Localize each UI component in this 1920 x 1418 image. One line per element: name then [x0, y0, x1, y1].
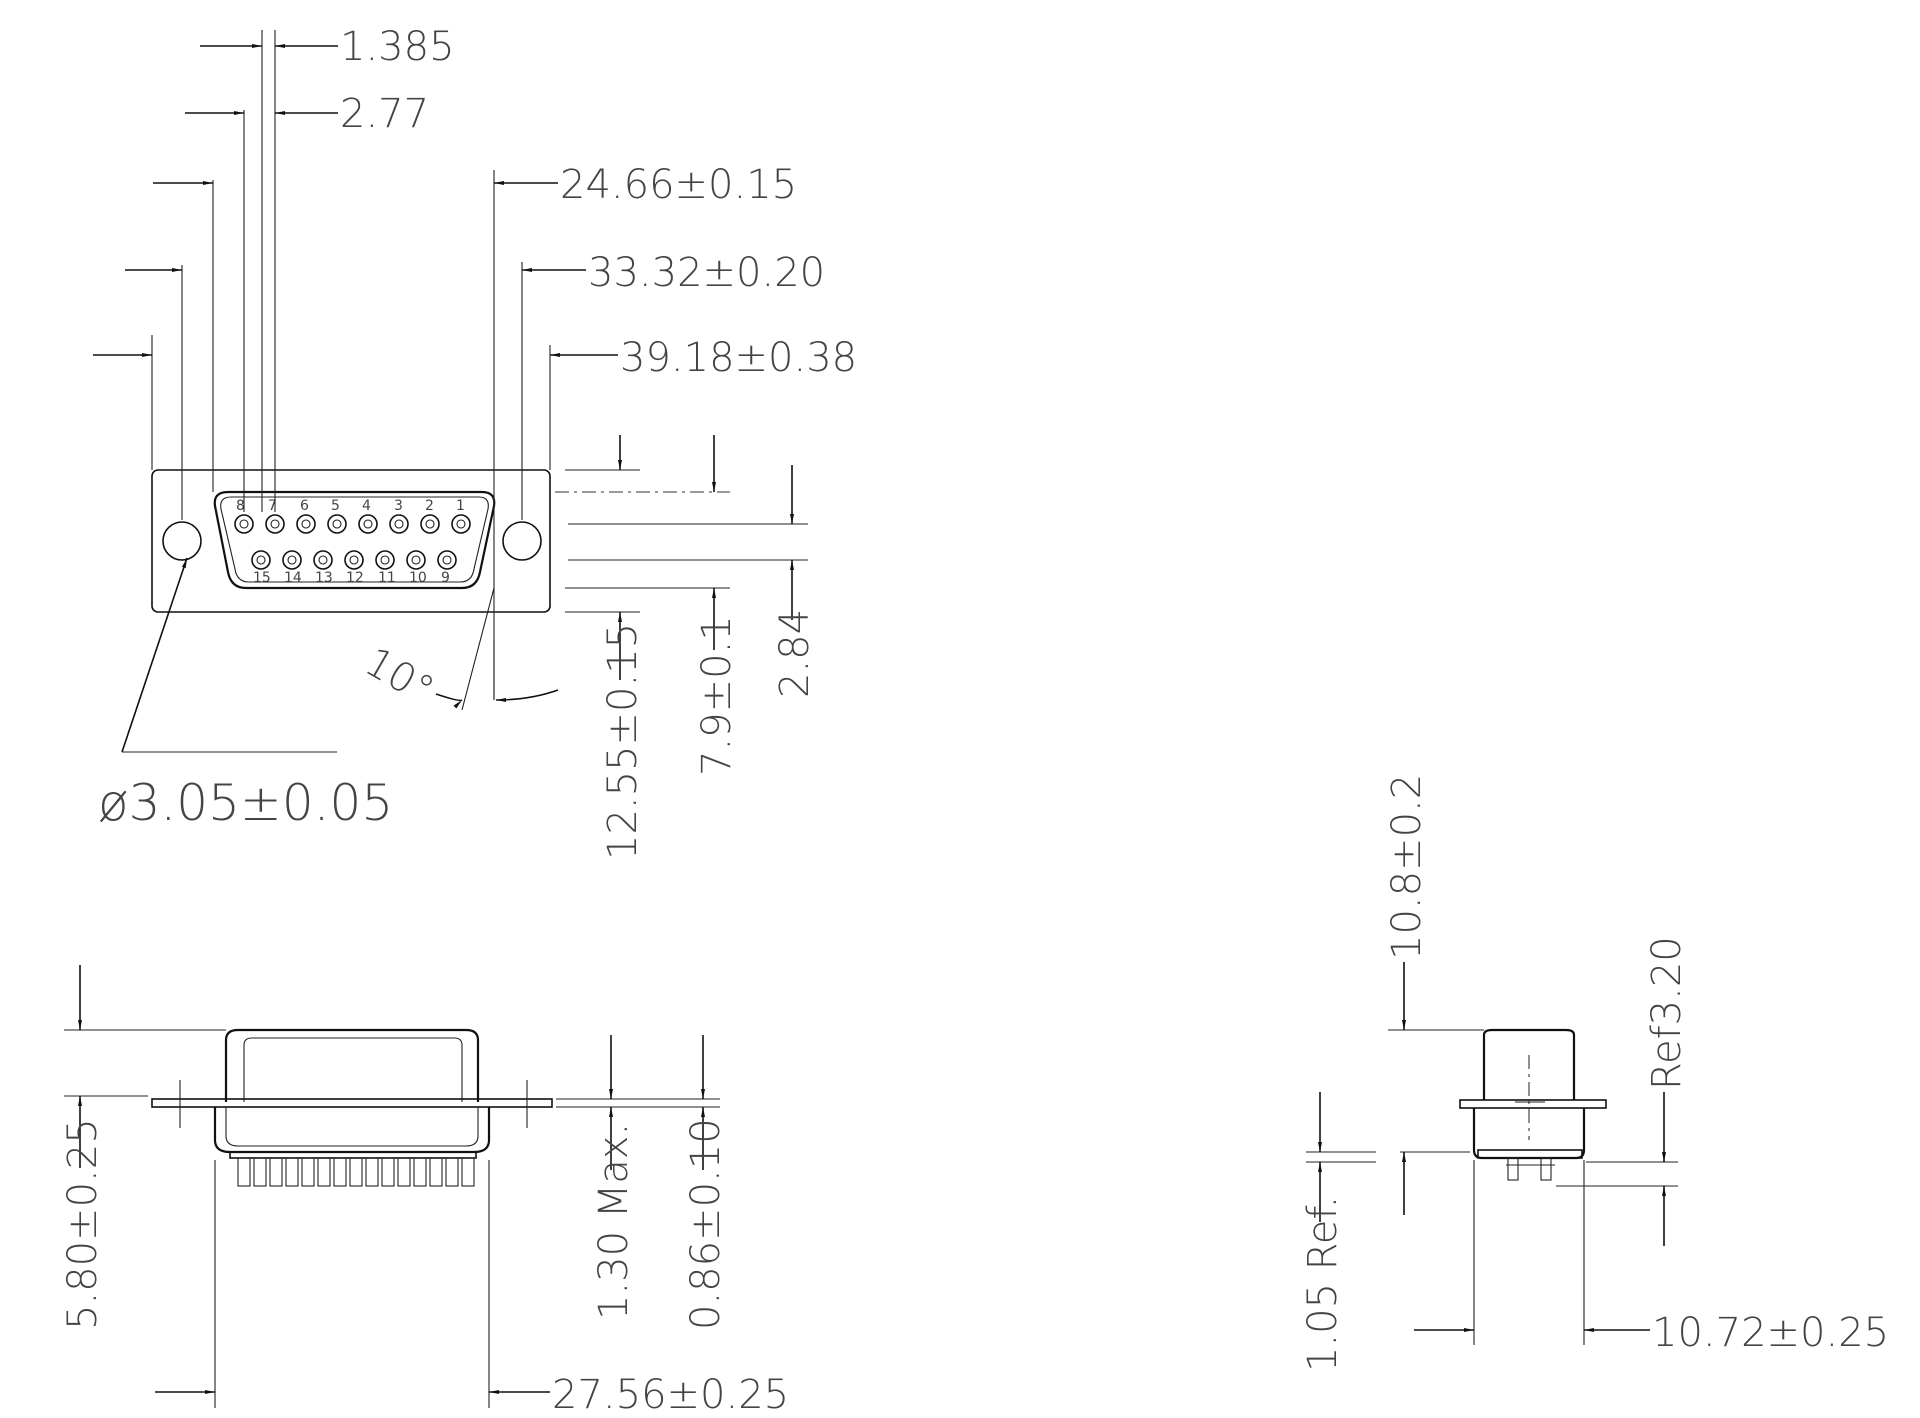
flange	[151, 1098, 553, 1108]
pin-number: 1	[456, 498, 465, 514]
pin	[389, 514, 409, 534]
pin	[437, 550, 457, 570]
pin-row-top	[234, 514, 471, 534]
dim-1-05-ref: 1.05 Ref.	[1300, 1196, 1346, 1372]
dim-10-8: 10.8±0.2	[1384, 774, 1430, 960]
pin-number: 8	[236, 498, 245, 514]
mounting-hole-right	[502, 521, 542, 561]
dim-1-30-max: 1.30 Max.	[591, 1123, 637, 1320]
dim-0-86: 0.86±0.10	[683, 1118, 729, 1330]
dim-2-84: 2.84	[772, 609, 818, 698]
mounting-hole-left	[162, 521, 202, 561]
pin	[313, 550, 333, 570]
pin-number: 11	[378, 570, 396, 586]
pin	[251, 550, 271, 570]
pin	[406, 550, 426, 570]
pin	[265, 514, 285, 534]
pin	[451, 514, 471, 534]
dim-27-56: 27.56±0.25	[552, 1372, 789, 1418]
dim-ref-3-20: Ref3.20	[1644, 936, 1690, 1090]
dim-10-72: 10.72±0.25	[1652, 1310, 1889, 1356]
pin-number: 12	[346, 570, 364, 586]
pin-number: 15	[253, 570, 271, 586]
pin-numbers: 8 7 6 5 4 3 2 1 15 14 13 12 11 10 9	[236, 498, 465, 586]
shell-body	[224, 1028, 480, 1102]
pin-number: 14	[284, 570, 302, 586]
pin-tails	[237, 1157, 475, 1187]
pin	[375, 550, 395, 570]
pin-number: 9	[441, 570, 450, 586]
pin-number: 10	[409, 570, 427, 586]
pin	[327, 514, 347, 534]
dim-angle-10: 10°	[357, 639, 441, 714]
dim-2-77: 2.77	[340, 91, 429, 137]
bottom-view: 5.80±0.25 1.30 Max. 0.86±0.10 27.56±0.25	[60, 965, 789, 1418]
d-shell-inner	[220, 496, 489, 583]
dim-12-55: 12.55±0.15	[600, 623, 646, 860]
dim-7-9: 7.9±0.1	[694, 615, 740, 776]
pin	[234, 514, 254, 534]
dim-39-18: 39.18±0.38	[620, 335, 857, 381]
pin-number: 4	[362, 498, 371, 514]
pin-number: 7	[268, 498, 277, 514]
pin-row-bottom	[251, 550, 457, 570]
flange-side	[1459, 1099, 1607, 1109]
dim-hole-diameter: ø3.05±0.05	[98, 774, 393, 832]
side-view: 10.8±0.2 1.05 Ref. Ref3.20 10.72±0.25	[1300, 774, 1889, 1372]
shell-side	[1482, 1028, 1576, 1100]
pin-number: 5	[331, 498, 340, 514]
dim-24-66: 24.66±0.15	[560, 162, 797, 208]
flange-outline	[151, 469, 551, 613]
pin	[420, 514, 440, 534]
dim-33-32: 33.32±0.20	[588, 250, 825, 296]
front-view: 8 7 6 5 4 3 2 1 15 14 13 12 11 10 9 1.38	[93, 24, 857, 860]
pin	[282, 550, 302, 570]
pin	[296, 514, 316, 534]
pin-number: 2	[425, 498, 434, 514]
pin	[344, 550, 364, 570]
pin-number: 6	[300, 498, 309, 514]
pin-number: 13	[315, 570, 333, 586]
pin	[358, 514, 378, 534]
dim-5-80: 5.80±0.25	[60, 1118, 106, 1330]
dim-1-385: 1.385	[340, 24, 455, 70]
pin-number: 3	[394, 498, 403, 514]
